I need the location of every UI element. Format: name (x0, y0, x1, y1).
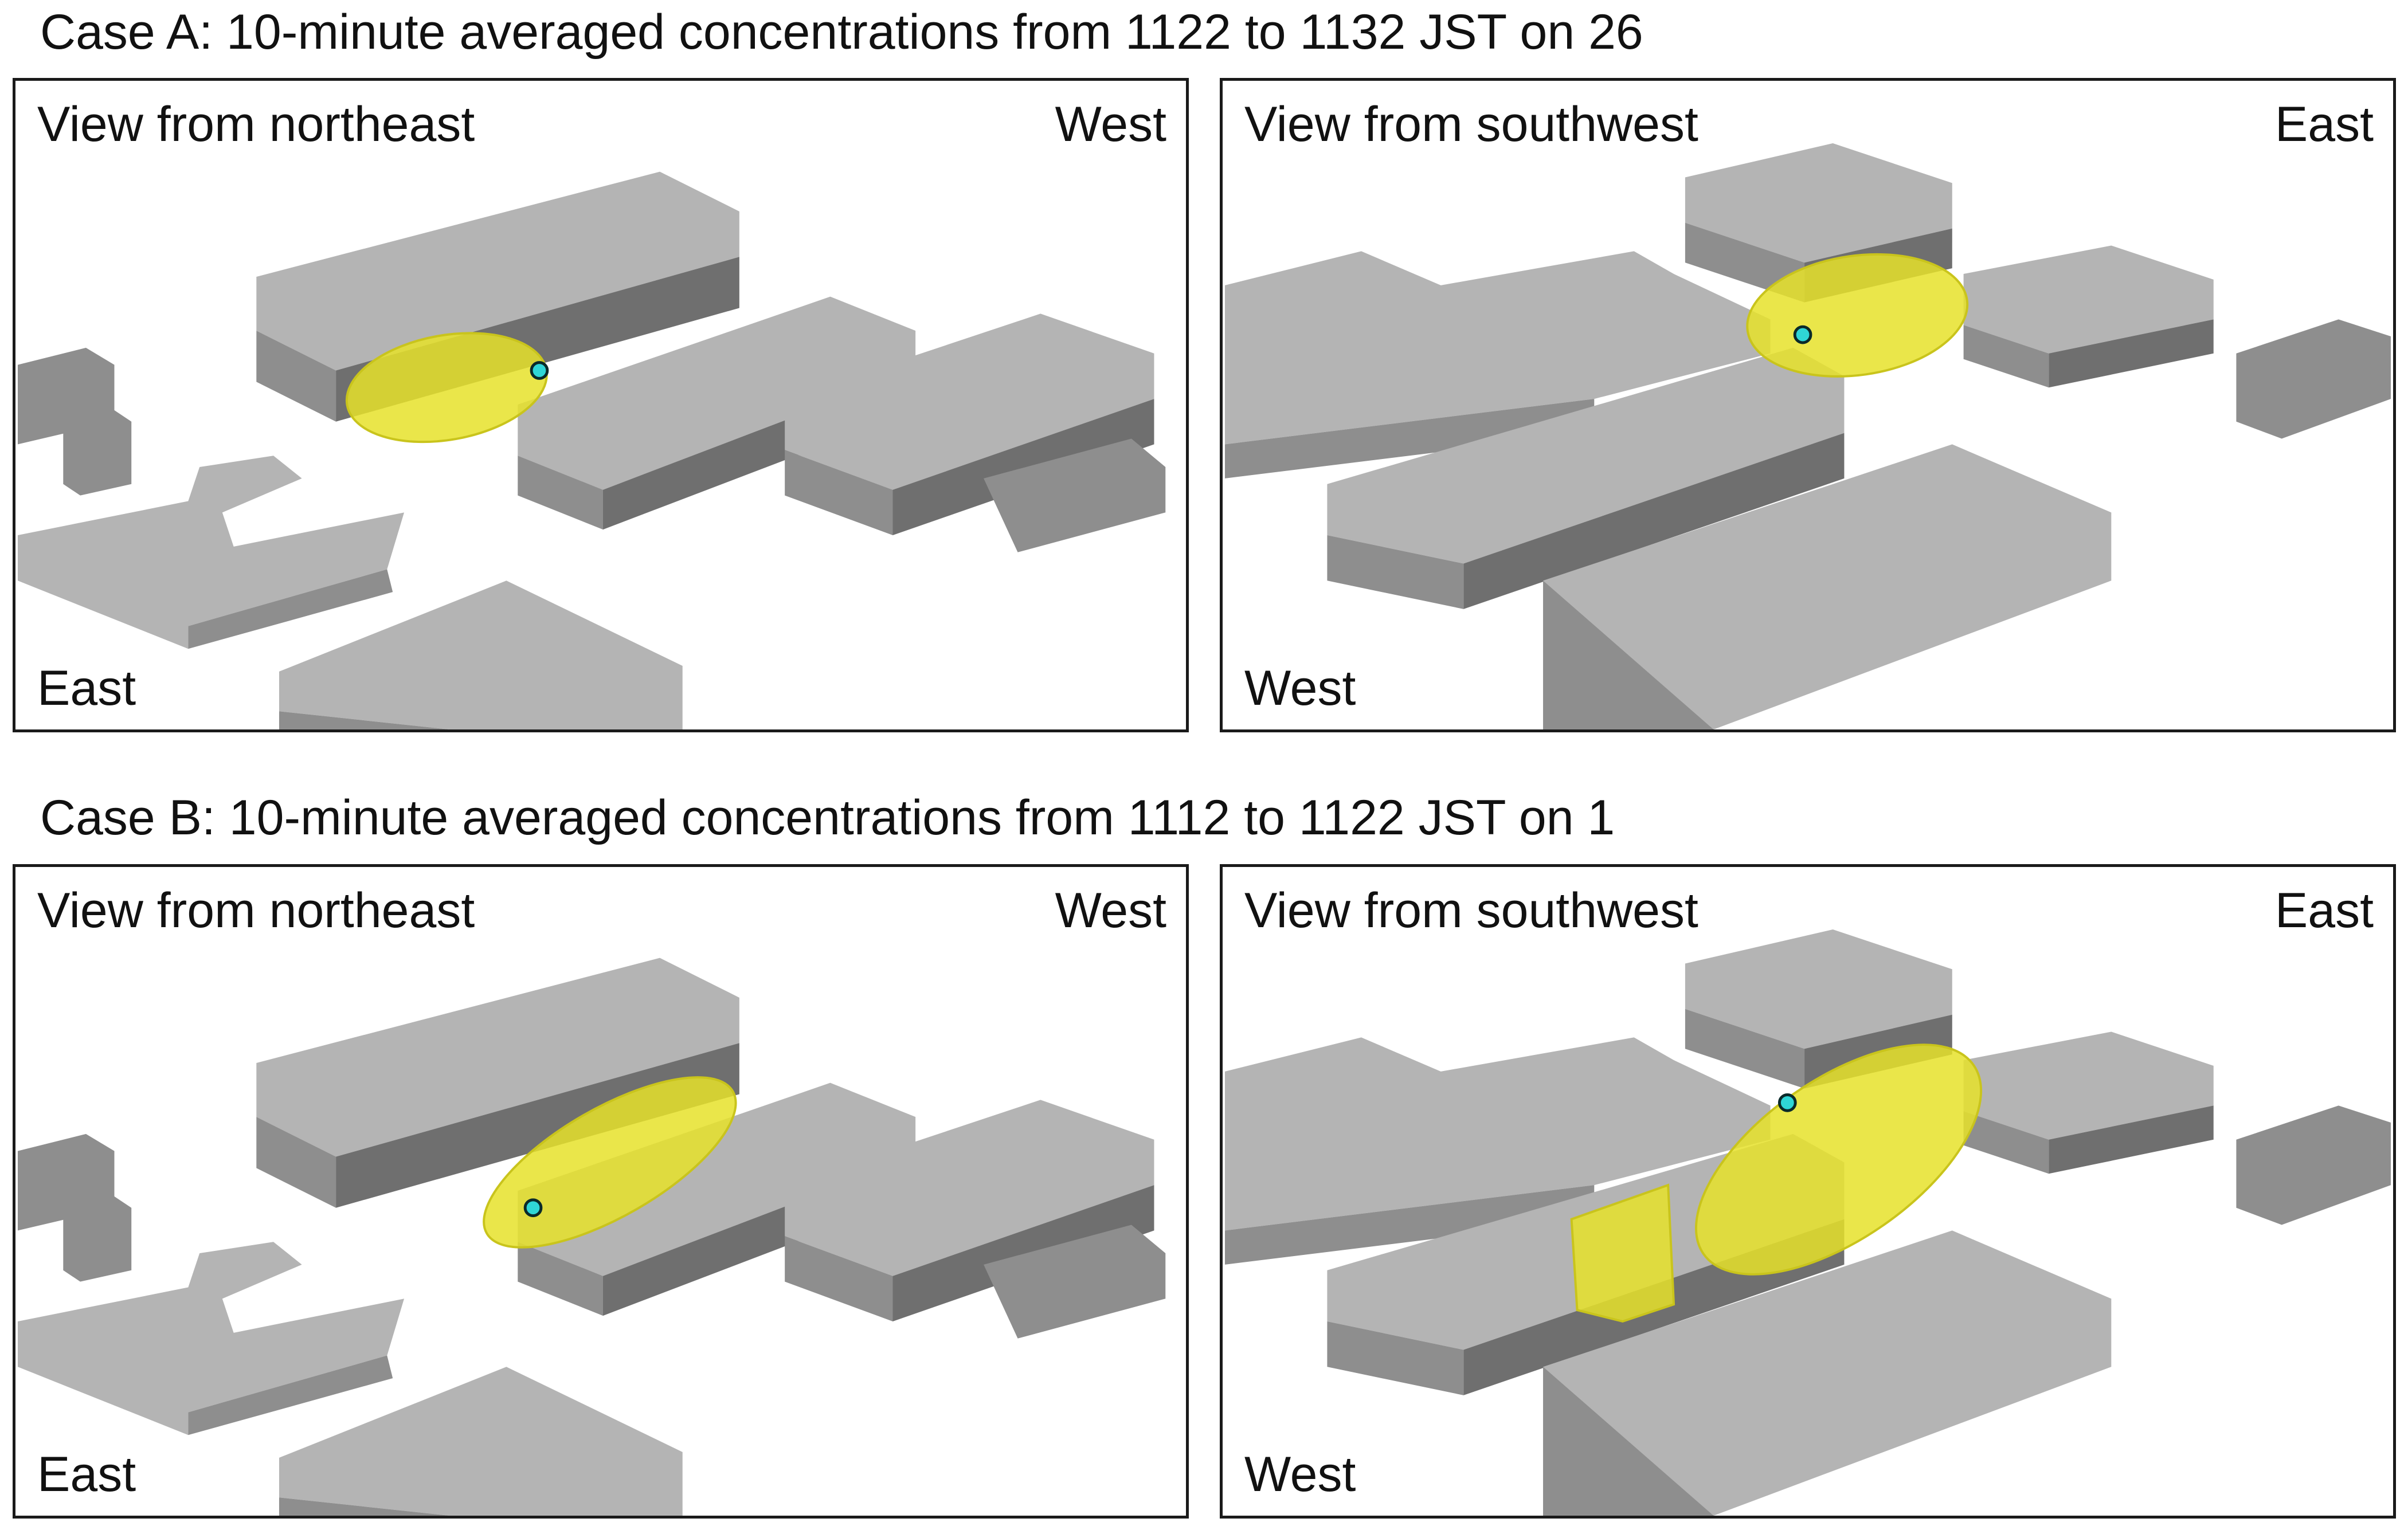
direction-label-bottom: East (37, 1447, 136, 1502)
case-a-southwest-scene (1224, 143, 2391, 729)
case-a-title: Case A: 10-minute averaged concentration… (40, 5, 1643, 60)
building (518, 296, 916, 490)
building (1963, 1111, 2049, 1174)
building (188, 1355, 393, 1435)
buildings (17, 171, 1166, 729)
building (17, 1242, 405, 1435)
building (1224, 1185, 1595, 1265)
view-label: View from southwest (1244, 97, 1698, 152)
building (1685, 929, 1952, 1049)
building (279, 580, 683, 729)
direction-label-bottom: West (1244, 661, 1356, 716)
building (518, 1242, 603, 1316)
building (1224, 1037, 1771, 1231)
building (279, 1367, 683, 1516)
case-a-northeast-scene (17, 171, 1166, 729)
building (2236, 319, 2391, 439)
building (2236, 1105, 2391, 1225)
building (984, 438, 1166, 552)
building (17, 456, 405, 649)
case-b-northeast-scene (17, 958, 1166, 1516)
plume-isosurface (1694, 1043, 1983, 1276)
building (256, 1117, 336, 1208)
building (1685, 1009, 1805, 1089)
case-b-southwest-scene (1224, 929, 2391, 1516)
building (2049, 319, 2214, 388)
view-label: View from southwest (1244, 883, 1698, 938)
building (1685, 143, 1952, 263)
building (63, 1196, 132, 1282)
building (1963, 245, 2214, 354)
building (1685, 222, 1805, 303)
building (63, 410, 132, 496)
building (188, 569, 393, 649)
building (256, 331, 336, 422)
building (785, 313, 1154, 490)
case-a-southwest-view-panel: View from southwest East West (1220, 78, 2396, 732)
concentration-plume (1570, 1043, 1983, 1323)
plume-isosurface (483, 1076, 737, 1249)
building (1963, 325, 2049, 388)
direction-label-top: East (2274, 883, 2374, 938)
building (1224, 251, 1771, 445)
building (336, 1043, 739, 1208)
building (1543, 580, 1714, 729)
concentration-plume (1746, 253, 1969, 378)
view-label: View from northeast (37, 97, 475, 152)
building (1543, 444, 2112, 729)
building (279, 1497, 450, 1516)
building (1327, 535, 1464, 609)
building (785, 1236, 893, 1321)
building (984, 1225, 1166, 1339)
building (518, 1082, 916, 1276)
case-b-title: Case B: 10-minute averaged concentration… (40, 790, 1615, 845)
buildings (17, 958, 1166, 1516)
plume-descending-lobe (1570, 1183, 1675, 1323)
source-marker (1793, 325, 1812, 344)
case-a-northeast-view-panel: View from northeast West East (13, 78, 1189, 732)
direction-label-top: West (1055, 883, 1166, 938)
direction-label-top: West (1055, 97, 1166, 152)
direction-label-bottom: West (1244, 1447, 1356, 1502)
source-marker (530, 361, 549, 380)
building (256, 171, 739, 371)
plume-isosurface (1746, 253, 1969, 378)
building (1224, 399, 1595, 478)
building (1963, 1031, 2214, 1140)
building (785, 1100, 1154, 1276)
case-b-northeast-view-panel: View from northeast West East (13, 864, 1189, 1519)
direction-label-top: East (2274, 97, 2374, 152)
direction-label-bottom: East (37, 661, 136, 716)
case-b-southwest-view-panel: View from southwest East West (1220, 864, 2396, 1519)
building (892, 1185, 1154, 1321)
building (1543, 1230, 2112, 1516)
concentration-plume (483, 1076, 737, 1249)
building (2049, 1105, 2214, 1174)
building (518, 456, 603, 530)
building (892, 399, 1154, 535)
building (1327, 1321, 1464, 1395)
source-marker (523, 1198, 543, 1218)
building (256, 958, 739, 1157)
view-label: View from northeast (37, 883, 475, 938)
buildings (1224, 143, 2391, 729)
source-marker (1777, 1093, 1797, 1112)
building (1463, 433, 1845, 609)
building (785, 450, 893, 535)
building (1327, 347, 1845, 564)
